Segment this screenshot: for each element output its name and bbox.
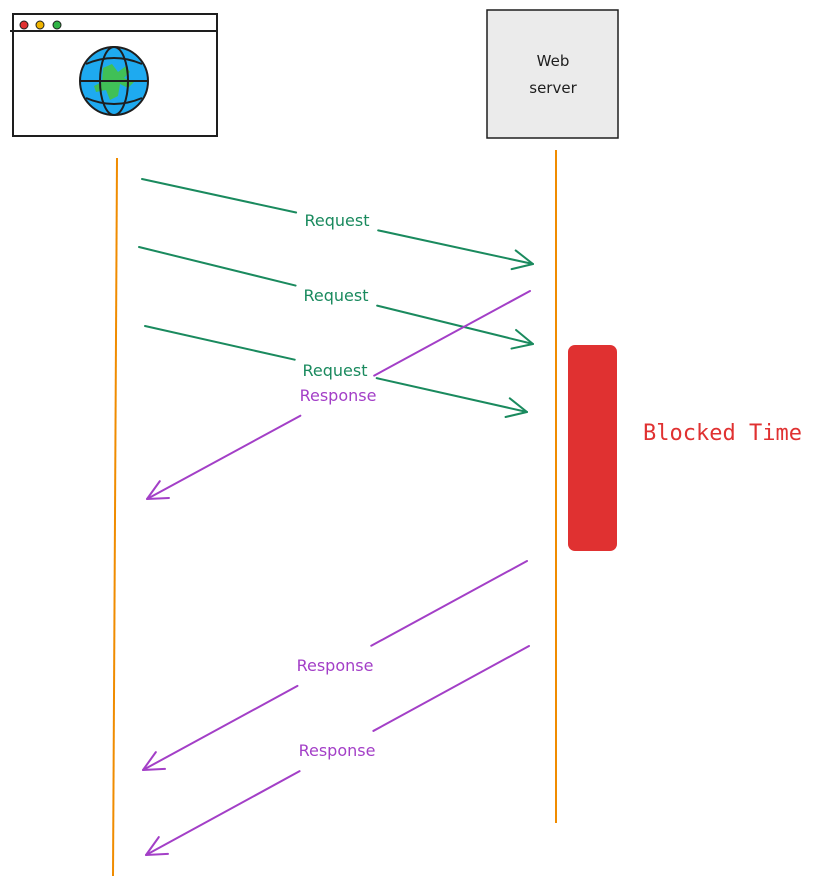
arrowhead-icon bbox=[146, 480, 170, 500]
request-arrow-line bbox=[377, 229, 534, 265]
request-label: Request bbox=[304, 286, 369, 305]
request-arrow-line bbox=[144, 325, 296, 361]
response-message: Response bbox=[142, 560, 528, 771]
browser-participant bbox=[10, 13, 218, 137]
response-arrow-line bbox=[373, 290, 531, 377]
response-arrow-line bbox=[370, 560, 528, 647]
request-arrow-line bbox=[141, 178, 298, 214]
globe-icon bbox=[79, 46, 149, 116]
response-arrow-line bbox=[372, 645, 530, 732]
request-label: Request bbox=[303, 361, 368, 380]
request-arrow-line bbox=[138, 246, 297, 287]
response-label: Response bbox=[300, 386, 377, 405]
arrowhead-icon bbox=[510, 249, 534, 271]
arrowhead-icon bbox=[142, 751, 166, 771]
response-arrow-line bbox=[142, 684, 299, 771]
response-label: Response bbox=[297, 656, 374, 675]
window-minimize-dot-icon bbox=[35, 20, 45, 30]
request-message: Request bbox=[144, 325, 528, 418]
response-arrow-line bbox=[145, 770, 301, 856]
request-label: Request bbox=[305, 211, 370, 230]
server-label-line-1: Web bbox=[537, 52, 570, 70]
arrowhead-icon bbox=[145, 836, 169, 856]
window-maximize-dot-icon bbox=[52, 20, 62, 30]
request-arrow-line bbox=[375, 377, 528, 413]
request-arrow-line bbox=[376, 304, 534, 345]
blocked-time-label: Blocked Time bbox=[643, 421, 802, 446]
arrowhead-icon bbox=[504, 397, 528, 418]
server-label-line-2: server bbox=[529, 79, 577, 97]
server-participant: Web server bbox=[486, 9, 619, 139]
response-message: Response bbox=[145, 645, 530, 856]
browser-lifeline bbox=[112, 157, 118, 877]
window-close-dot-icon bbox=[19, 20, 29, 30]
server-box bbox=[486, 9, 619, 139]
request-message: Request bbox=[138, 246, 534, 350]
request-message: Request bbox=[141, 178, 534, 271]
blocked-time-bar bbox=[568, 345, 617, 551]
response-message: Response bbox=[146, 290, 531, 500]
response-arrow-line bbox=[146, 414, 302, 500]
arrowhead-icon bbox=[510, 328, 534, 350]
messages-layer: RequestRequestRequestResponseResponseRes… bbox=[138, 178, 534, 856]
response-label: Response bbox=[299, 741, 376, 760]
